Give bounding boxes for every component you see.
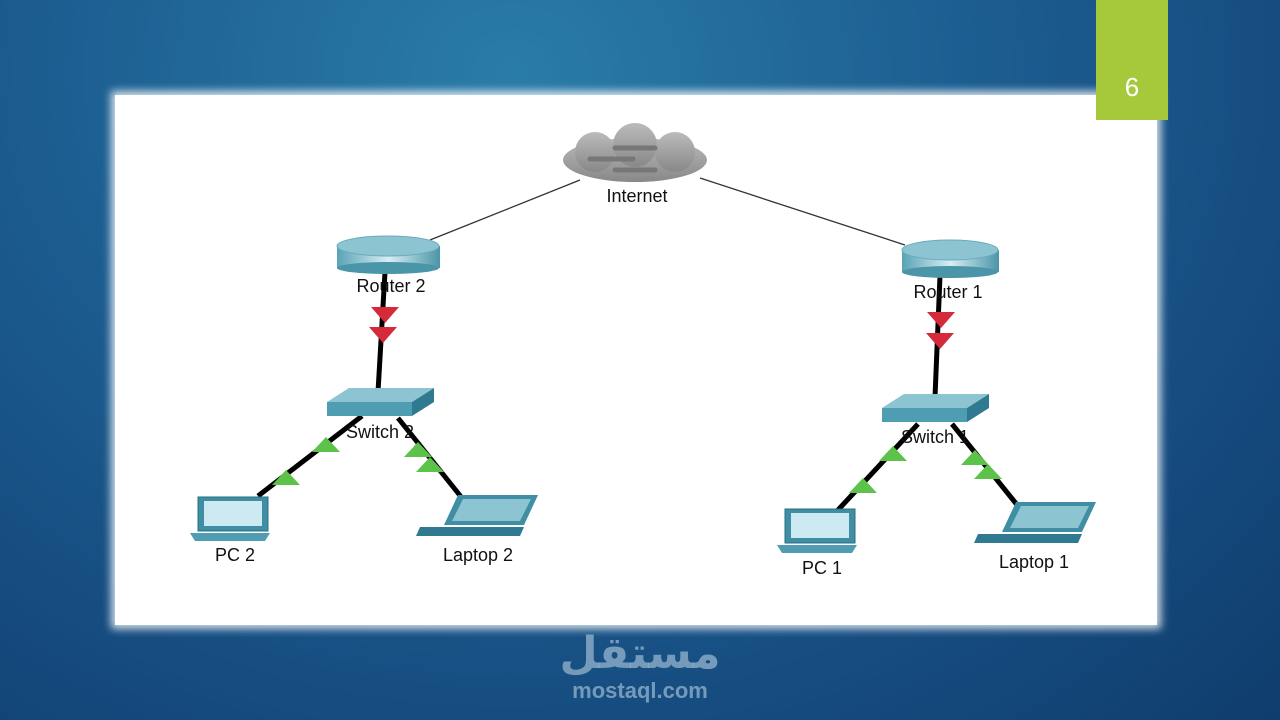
link-status-up-icon	[961, 450, 989, 465]
link-status-up-icon	[312, 437, 340, 452]
link-status-down-icon	[371, 307, 399, 323]
switch1-icon[interactable]	[882, 394, 989, 422]
watermark-arabic: مستقل	[559, 628, 721, 679]
internet-cloud-icon[interactable]	[563, 123, 707, 182]
link-status-up-icon	[404, 442, 432, 457]
link-status-down-icon	[926, 333, 954, 349]
router2-label: Router 2	[356, 276, 425, 296]
router1-label: Router 1	[913, 282, 982, 302]
pc1-label: PC 1	[802, 558, 842, 578]
link-status-up-icon	[849, 478, 877, 493]
pc2-label: PC 2	[215, 545, 255, 565]
link-switch1-pc1	[836, 422, 920, 512]
internet-label: Internet	[606, 186, 667, 206]
link-status-down-icon	[369, 327, 397, 343]
switch2-label: Switch 2	[346, 422, 414, 442]
link-status-down-icon	[927, 312, 955, 328]
link-status-up-icon	[272, 470, 300, 485]
slide-number-badge: 6	[1096, 0, 1168, 120]
link-status-up-icon	[974, 464, 1002, 479]
router2-icon[interactable]	[336, 235, 440, 274]
switch2-icon[interactable]	[327, 388, 434, 416]
router1-icon[interactable]	[901, 239, 999, 278]
watermark: مستقل mostaql.com	[540, 630, 740, 704]
pc2-icon[interactable]	[190, 496, 270, 541]
laptop2-icon[interactable]	[416, 495, 538, 536]
watermark-latin: mostaql.com	[572, 678, 708, 703]
slide-number: 6	[1124, 72, 1140, 102]
pc1-icon[interactable]	[777, 508, 857, 553]
switch1-label: Switch 1	[901, 427, 969, 447]
link-status-up-icon	[879, 446, 907, 461]
link-status-up-icon	[416, 457, 444, 472]
laptop1-icon[interactable]	[974, 502, 1096, 543]
link-internet-router1	[699, 177, 906, 246]
laptop2-label: Laptop 2	[443, 545, 513, 565]
laptop1-label: Laptop 1	[999, 552, 1069, 572]
link-internet-router2	[429, 179, 581, 241]
